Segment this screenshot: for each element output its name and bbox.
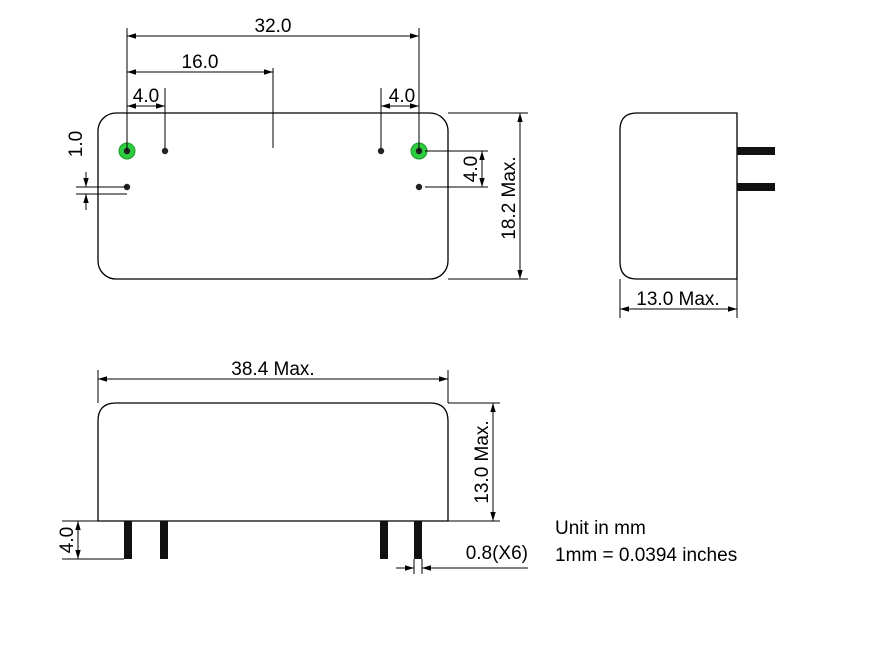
dim-4-vertical-label: 4.0 <box>461 156 482 182</box>
dim-4-left-label: 4.0 <box>133 86 159 107</box>
dim-13-height-label: 13.0 Max. <box>472 420 493 503</box>
front-view-body <box>97 402 449 522</box>
dim-38-4-label: 38.4 Max. <box>231 359 314 380</box>
front-view: 38.4 Max. 13.0 Max. 4.0 0.8(X6) <box>57 359 528 574</box>
pin-6 <box>415 183 423 191</box>
dim-4-pin-length-label: 4.0 <box>57 527 78 553</box>
pin-3 <box>161 147 169 155</box>
top-view: 32.0 16.0 4.0 4.0 1.0 4.0 18.2 Max. <box>66 16 528 280</box>
pin-4 <box>377 147 385 155</box>
dim-4-right-label: 4.0 <box>389 86 415 107</box>
front-pin-2 <box>160 521 168 559</box>
dim-13-depth-label: 13.0 Max. <box>636 289 719 310</box>
dim-16-label: 16.0 <box>182 52 219 73</box>
front-pin-4 <box>414 521 422 559</box>
dim-18-2-label: 18.2 Max. <box>499 156 520 239</box>
conversion-note: 1mm = 0.0394 inches <box>555 545 737 566</box>
dim-1-label: 1.0 <box>66 131 87 157</box>
front-pin-3 <box>380 521 388 559</box>
dim-32-label: 32.0 <box>255 16 292 37</box>
dim-0-8-label: 0.8(X6) <box>466 543 528 564</box>
side-pin-top <box>737 147 775 155</box>
side-pin-bottom <box>737 183 775 191</box>
front-pin-1 <box>124 521 132 559</box>
unit-note: Unit in mm <box>555 518 646 539</box>
side-view-body <box>619 112 738 280</box>
side-view: 13.0 Max. <box>619 112 775 318</box>
